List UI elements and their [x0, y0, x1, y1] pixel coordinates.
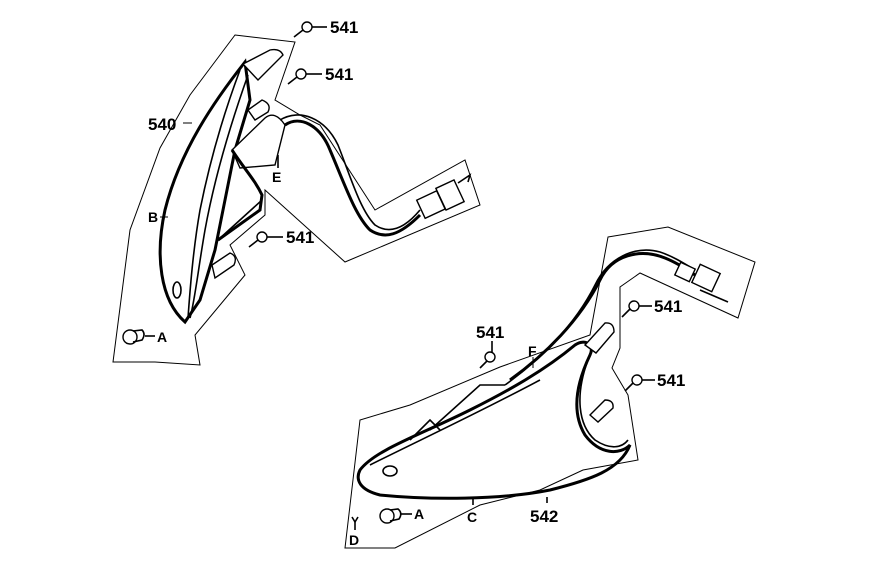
- callout-a: A: [414, 506, 424, 522]
- screw-icon: [287, 68, 322, 85]
- assembly-540: 541 541 540 E B 541 A: [112, 18, 481, 366]
- screw-icon: [248, 231, 283, 248]
- callout-a: A: [157, 329, 167, 345]
- bulb-socket: [231, 114, 286, 169]
- bulb-icon: [379, 508, 412, 524]
- clip-icon: [351, 516, 359, 530]
- callout-f: F: [528, 343, 537, 359]
- screw-icon: [293, 21, 327, 38]
- callout-c: C: [467, 509, 477, 525]
- callout-542: 542: [530, 507, 558, 526]
- callout-d: D: [349, 532, 359, 548]
- screw-icon: [479, 341, 496, 369]
- bulb-icon: [122, 329, 155, 345]
- lens-542: [356, 340, 632, 500]
- assembly-542-outline: [344, 226, 756, 549]
- callout-541: 541: [330, 18, 358, 37]
- lens-540: [158, 58, 252, 325]
- connector-540: [415, 173, 472, 220]
- wire-harness-540: [284, 119, 422, 237]
- assembly-542: 541 541 F 541 A C 542 D: [344, 226, 756, 549]
- callout-541: 541: [325, 65, 353, 84]
- callout-b: B: [148, 209, 158, 225]
- callout-541: 541: [657, 371, 685, 390]
- callout-e: E: [272, 169, 281, 185]
- screw-icon: [621, 300, 652, 318]
- callout-540: 540: [148, 115, 176, 134]
- assembly-540-outline: [112, 34, 481, 366]
- screw-icon: [624, 374, 655, 392]
- callout-541: 541: [476, 323, 504, 342]
- callout-541: 541: [654, 297, 682, 316]
- connector-542: [673, 261, 729, 303]
- callout-541: 541: [286, 228, 314, 247]
